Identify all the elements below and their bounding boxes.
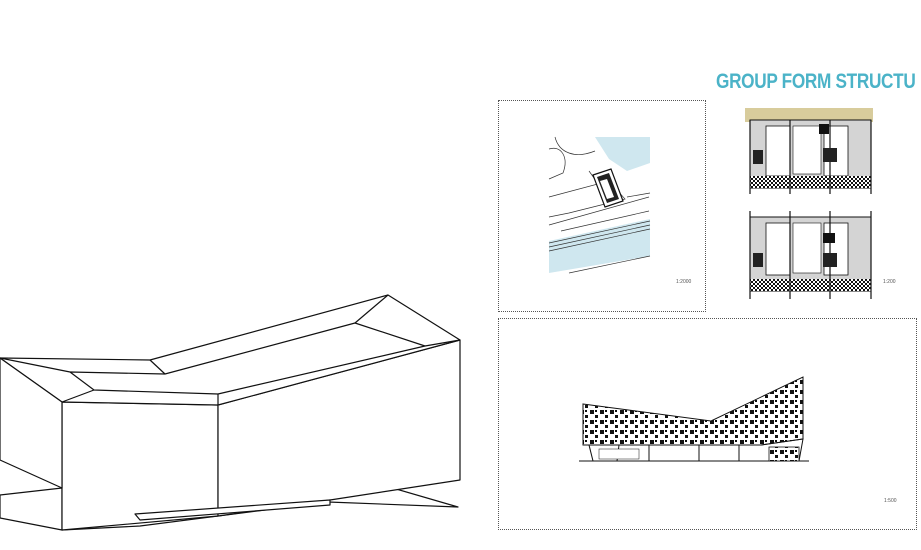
- sheet-title: GROUP FORM STRUCTU: [716, 70, 916, 93]
- pilotis-strip: [134, 499, 331, 521]
- elevation-panel: 1:500: [498, 318, 917, 530]
- base-shadow-left: [0, 487, 63, 531]
- facade-left-end: [0, 357, 63, 489]
- elevation-scale: 1:500: [884, 498, 897, 504]
- site-plan-scale: 1:2000: [676, 279, 692, 285]
- floor-plan-upper: [745, 108, 873, 194]
- floor-plans: [745, 108, 873, 299]
- isometric-massing-model: [0, 294, 461, 531]
- water-body: [549, 219, 650, 273]
- floor-plan-lower: [749, 211, 872, 299]
- water-top: [595, 137, 650, 171]
- ground-canopy: [768, 446, 800, 462]
- site-plan-drawing: [548, 136, 651, 274]
- floor-plan-scale: 1:200: [883, 279, 896, 285]
- elevation-drawing: [579, 376, 809, 462]
- building-footprint: [592, 168, 624, 208]
- site-plan-panel: 1:2000: [498, 100, 706, 312]
- elevation-facade: [582, 376, 804, 446]
